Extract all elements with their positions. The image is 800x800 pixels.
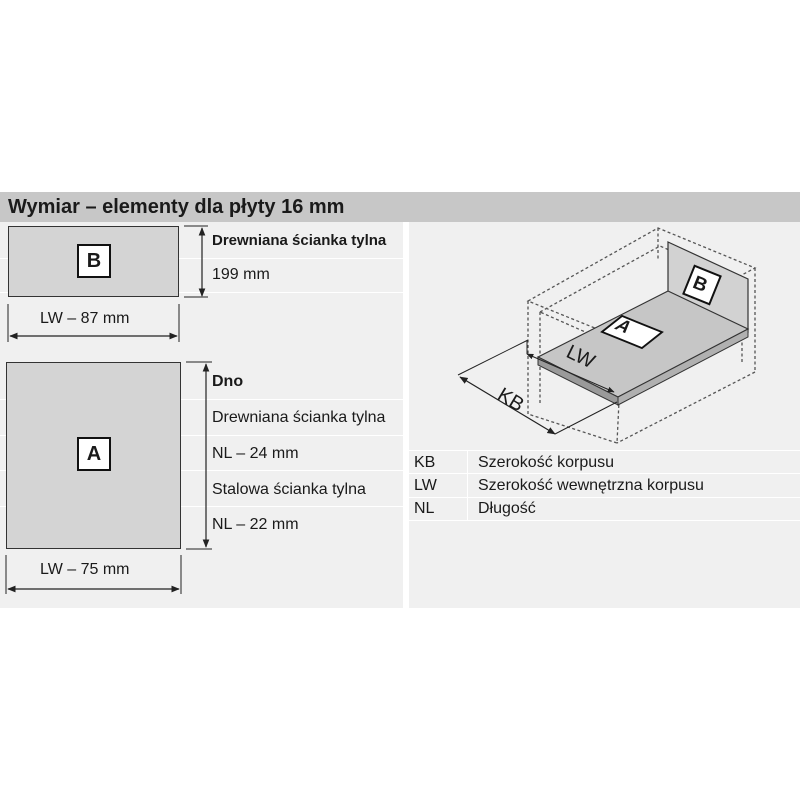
legend-divider: [409, 450, 800, 451]
legend-desc-kb: Szerokość korpusu: [478, 454, 615, 471]
back-panel-heading: Drewniana ścianka tylna: [212, 232, 387, 249]
row-divider: [0, 506, 403, 507]
legend-abbr-nl: NL: [414, 500, 435, 517]
bottom-panel-width: LW – 75 mm: [40, 561, 130, 578]
legend-column-divider: [467, 451, 468, 520]
back-panel-height: 199 mm: [212, 266, 270, 283]
bottom-wood-back: Drewniana ścianka tylna: [212, 409, 386, 426]
row-divider: [0, 399, 403, 400]
legend-desc-nl: Długość: [478, 500, 536, 517]
legend-abbr-kb: KB: [414, 454, 436, 471]
back-panel-label: B: [77, 244, 111, 278]
bottom-panel-heading: Dno: [212, 373, 244, 390]
row-divider: [0, 470, 403, 471]
bottom-wood-length: NL – 24 mm: [212, 445, 299, 462]
title-bar: [0, 192, 800, 222]
bottom-steel-length: NL – 22 mm: [212, 516, 299, 533]
bottom-panel-label: A: [77, 437, 111, 471]
legend-divider: [409, 520, 800, 521]
back-panel-width: LW – 87 mm: [40, 310, 130, 327]
legend-divider: [409, 497, 800, 498]
row-divider: [0, 435, 403, 436]
panel-divider: [403, 222, 409, 608]
legend-abbr-lw: LW: [414, 477, 437, 494]
legend-divider: [409, 473, 800, 474]
page-title: Wymiar – elementy dla płyty 16 mm: [8, 196, 345, 218]
legend-desc-lw: Szerokość wewnętrzna korpusu: [478, 477, 704, 494]
bottom-steel-back: Stalowa ścianka tylna: [212, 481, 366, 498]
